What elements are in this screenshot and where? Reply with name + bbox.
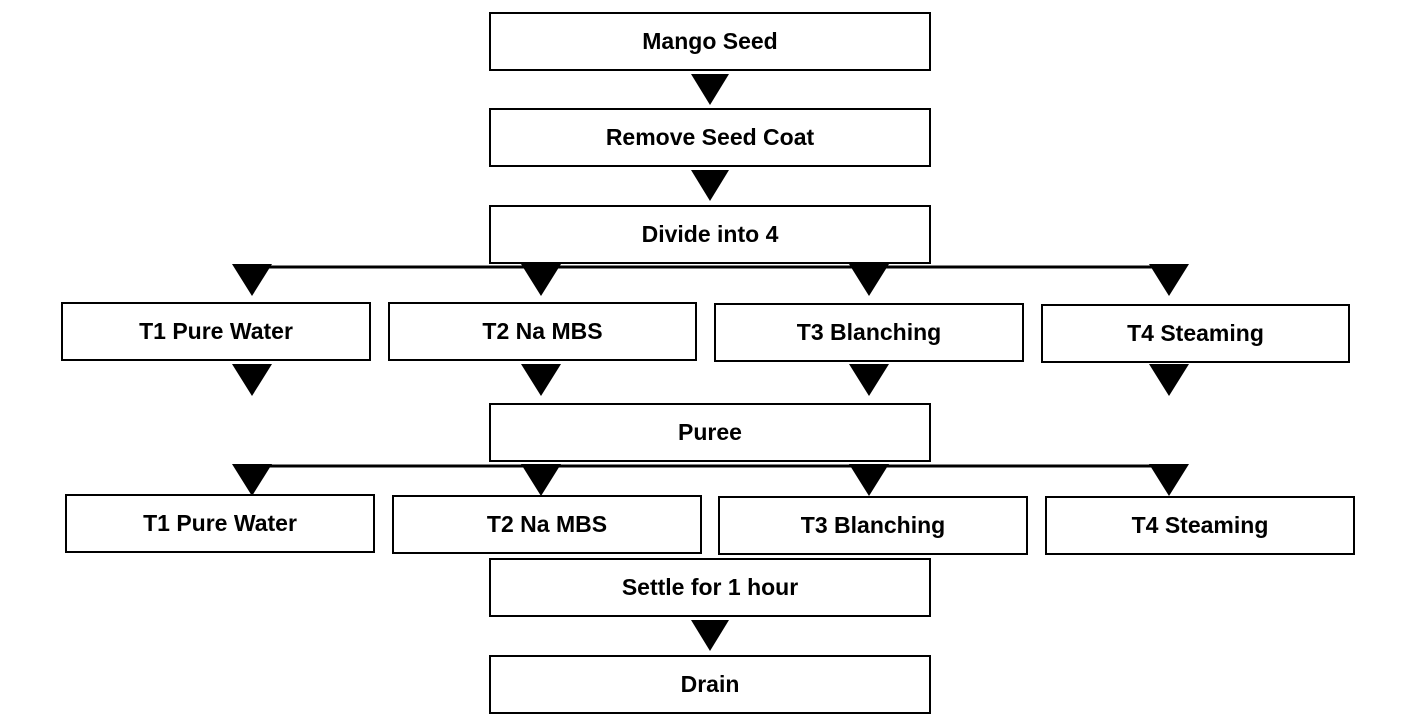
treatment-row1-t2: T2 Na MBS	[388, 302, 697, 361]
treatment-row2-t2: T2 Na MBS	[392, 495, 702, 554]
arrow-down-icon	[1149, 264, 1189, 296]
treatment-row1-t3: T3 Blanching	[714, 303, 1024, 362]
step-drain: Drain	[489, 655, 931, 714]
arrow-down-icon	[849, 464, 889, 496]
arrow-down-icon	[691, 74, 729, 105]
treatment-row1-t1: T1 Pure Water	[61, 302, 371, 361]
treatment-row2-t3: T3 Blanching	[718, 496, 1028, 555]
step-remove-seed-coat: Remove Seed Coat	[489, 108, 931, 167]
arrow-down-icon	[691, 170, 729, 201]
arrow-down-icon	[691, 620, 729, 651]
treatment-row1-t4: T4 Steaming	[1041, 304, 1350, 363]
arrow-down-icon	[1149, 364, 1189, 396]
treatment-row2-t1: T1 Pure Water	[65, 494, 375, 553]
arrow-down-icon	[232, 264, 272, 296]
arrow-down-icon	[232, 464, 272, 496]
arrow-down-icon	[521, 464, 561, 496]
arrow-down-icon	[521, 264, 561, 296]
arrow-down-icon	[1149, 464, 1189, 496]
treatment-row2-t4: T4 Steaming	[1045, 496, 1355, 555]
arrow-down-icon	[232, 364, 272, 396]
step-puree: Puree	[489, 403, 931, 462]
arrow-down-icon	[849, 264, 889, 296]
arrow-down-icon	[849, 364, 889, 396]
step-divide-into-4: Divide into 4	[489, 205, 931, 264]
step-mango-seed: Mango Seed	[489, 12, 931, 71]
step-settle: Settle for 1 hour	[489, 558, 931, 617]
arrow-down-icon	[521, 364, 561, 396]
